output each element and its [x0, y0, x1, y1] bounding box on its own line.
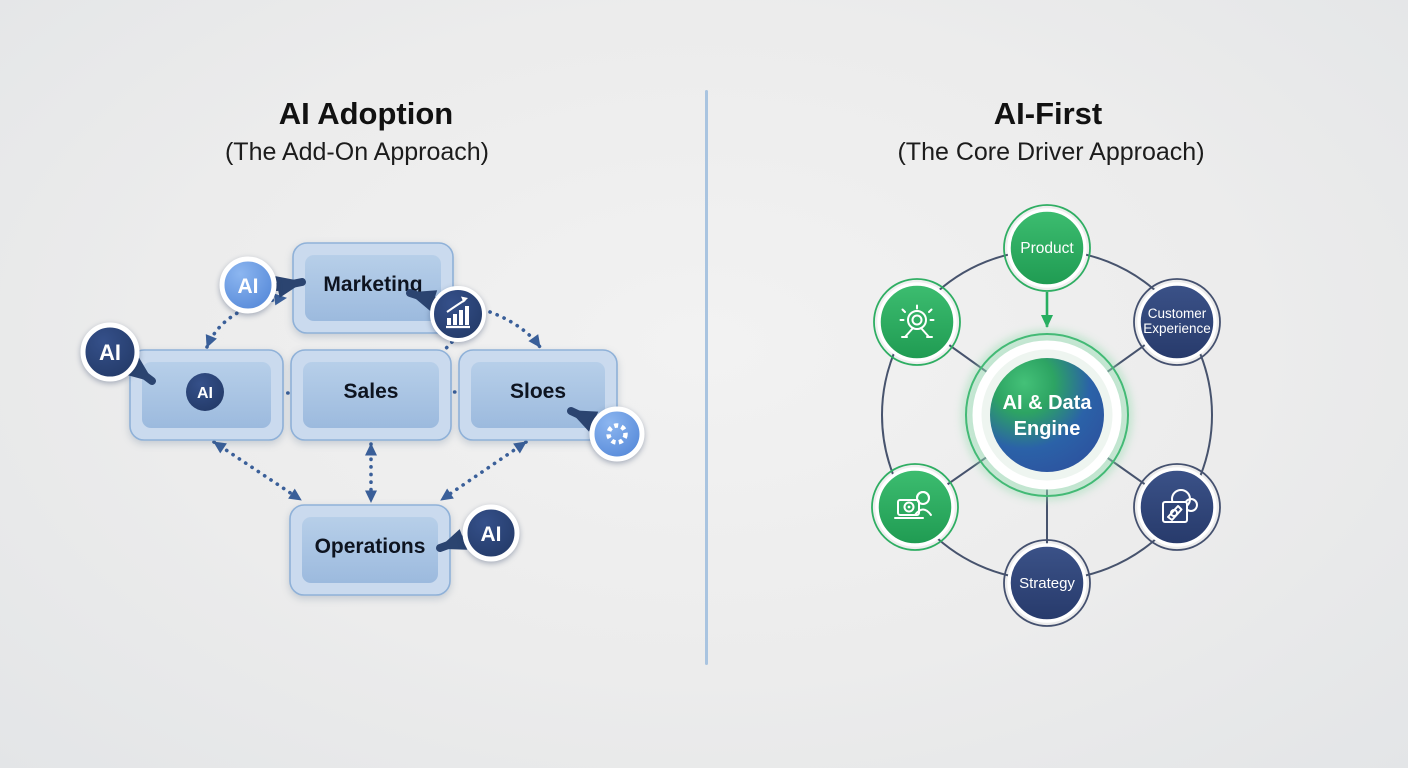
ai-badge-label: AI [99, 340, 121, 365]
ai-badge-small-label: AI [197, 385, 213, 402]
node-outer-ring [1133, 463, 1221, 551]
dotted-arrow-operations-aibox [212, 440, 303, 502]
ai-badge-icon [186, 373, 224, 411]
dotted-arrow-aibox-marketing [205, 293, 288, 349]
sales-label: Sales [344, 380, 399, 403]
ai-badge-marketing: AI [219, 256, 277, 314]
sloes-label: Sloes [510, 380, 566, 403]
dotted-arrow-marketing-sloes [488, 310, 542, 349]
node-circle [877, 282, 957, 362]
ai-badge-label: AI [481, 523, 502, 546]
gear-icon [606, 423, 628, 445]
ai-badge-label: AI [238, 275, 259, 298]
sales-box: Sales [290, 349, 452, 441]
node-circle [1007, 543, 1087, 623]
core-white-ring [972, 340, 1122, 490]
marketing-box: Marketing [292, 242, 454, 334]
ai-adoption-diagram: AI Adoption (The Add-On Approach) Market… [80, 96, 645, 596]
ai-badge-icon [80, 322, 140, 382]
operations-label: Operations [315, 535, 426, 558]
node-circle [875, 467, 955, 547]
node-outer-ring [1003, 539, 1091, 627]
gauge-icon [899, 304, 935, 338]
sales-box-inner [303, 362, 439, 428]
core-gradient-circle [990, 358, 1104, 472]
right-subtitle: (The Core Driver Approach) [897, 138, 1204, 166]
dotted-arrow-operations-sloes [439, 440, 528, 502]
core-green-ring [965, 333, 1129, 497]
marketing-label: Marketing [323, 273, 422, 296]
gear-badge [589, 406, 645, 462]
document-pencil-icon [1162, 489, 1198, 523]
operations-box-inner [302, 517, 438, 583]
customer-label-line1: Customer [1148, 306, 1207, 321]
ai-first-diagram: AI-First (The Core Driver Approach) AI &… [871, 96, 1221, 627]
right-title: AI-First [994, 96, 1103, 131]
ai-badge-operations: AI [462, 504, 520, 562]
node-outer-ring [1003, 204, 1091, 292]
core-label-line1: AI & Data [1003, 392, 1093, 414]
node-strategy: Strategy [1003, 539, 1091, 627]
left-subtitle: (The Add-On Approach) [225, 138, 489, 166]
arrow-ai-to-marketing [273, 276, 306, 298]
node-circle [1007, 208, 1087, 288]
marketing-box-inner [305, 255, 441, 321]
node-circle [1137, 282, 1217, 362]
gear-badge-sloes [589, 406, 645, 462]
product-label: Product [1020, 240, 1074, 257]
operations-box: Operations [289, 504, 451, 596]
customer-label-line2: Experience [1143, 321, 1211, 336]
core-engine: AI & Data Engine [961, 329, 1133, 501]
node-product: Product [1003, 204, 1091, 292]
node-gauge [873, 278, 961, 366]
node-outer-ring [1133, 278, 1221, 366]
node-document [1133, 463, 1221, 551]
core-label-line2: Engine [1014, 418, 1081, 440]
strategy-label: Strategy [1019, 575, 1075, 592]
ai-badge-aibox: AI [80, 322, 140, 382]
bar-chart-icon [446, 296, 470, 329]
chart-badge-marketing [430, 286, 486, 342]
node-outer-ring [873, 278, 961, 366]
node-outer-ring [871, 463, 959, 551]
bar-chart-badge [430, 286, 486, 342]
node-customer-experience: Customer Experience [1133, 278, 1221, 366]
ai-badge-icon [462, 504, 520, 562]
ai-badge-icon [219, 256, 277, 314]
node-person-laptop [871, 463, 959, 551]
ai-department-box: AI [129, 349, 284, 441]
panel-divider [705, 90, 708, 665]
left-title: AI Adoption [279, 96, 453, 131]
person-laptop-icon [894, 491, 932, 519]
